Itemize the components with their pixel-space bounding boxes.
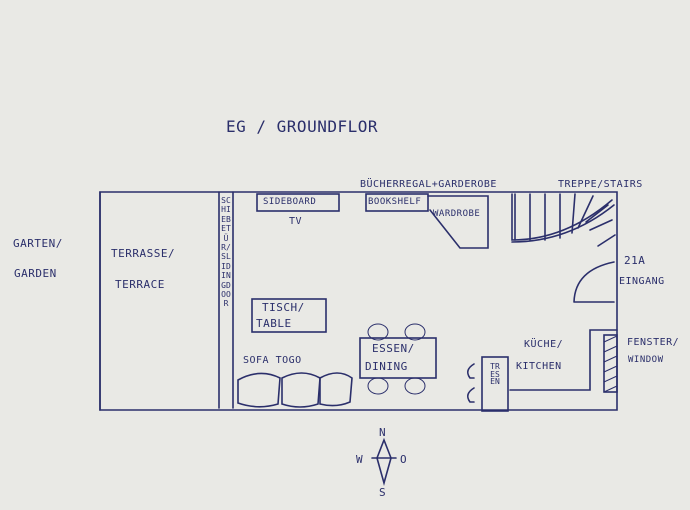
label-kueche: KÜCHE/: [524, 339, 564, 350]
label-window: WINDOW: [628, 355, 664, 365]
outer-wall: [99, 191, 618, 411]
label-kitchen: KITCHEN: [516, 361, 562, 372]
label-sideboard: SIDEBOARD: [263, 197, 317, 207]
compass-west: W: [356, 453, 364, 466]
entrance-door: [573, 261, 615, 303]
label-sofa: SOFA TOGO: [243, 355, 302, 366]
table: [251, 298, 327, 333]
label-bookshelf: BOOKSHELF: [368, 197, 422, 207]
sideboard: [256, 193, 340, 212]
sofa: [237, 372, 353, 408]
label-wardrobe: WARDROBE: [433, 209, 481, 219]
label-tv: TV: [289, 216, 303, 227]
label-terrasse: TERRASSE/: [111, 247, 176, 260]
compass-icon: [371, 437, 397, 486]
label-eingang: EINGANG: [619, 276, 665, 287]
stairs: [511, 193, 616, 247]
window: [603, 334, 618, 393]
compass-north: N: [379, 426, 387, 439]
bar-stools: [466, 363, 475, 403]
label-fenster: FENSTER/: [627, 337, 680, 348]
sliding-door: [218, 191, 234, 409]
label-entrance-number: 21A: [624, 254, 646, 267]
label-treppe: TREPPE/STAIRS: [558, 179, 643, 190]
label-buecherregal: BÜCHERREGAL+GARDEROBE: [360, 179, 497, 190]
bookshelf: [365, 193, 429, 212]
label-essen: ESSEN/: [372, 342, 415, 355]
label-dining: DINING: [365, 360, 408, 373]
label-garden: GARDEN: [14, 267, 57, 280]
label-garten: GARTEN/: [13, 237, 63, 250]
label-sliding-door: SCHIEBETÜR/SLIDINGDOOR: [221, 196, 231, 309]
label-terrace: TERRACE: [115, 278, 165, 291]
dining-table: [359, 337, 437, 379]
counter: [481, 356, 509, 412]
kitchen-wall: [509, 329, 618, 391]
label-tisch: TISCH/: [262, 301, 305, 314]
wardrobe: [427, 195, 489, 249]
dining-chairs: [367, 323, 426, 395]
compass-south: S: [379, 486, 387, 499]
compass-east: O: [400, 453, 408, 466]
label-table: TABLE: [256, 317, 292, 330]
plan-title: EG / GROUNDFLOR: [226, 117, 378, 136]
label-tresen: TRESEN: [490, 362, 500, 386]
